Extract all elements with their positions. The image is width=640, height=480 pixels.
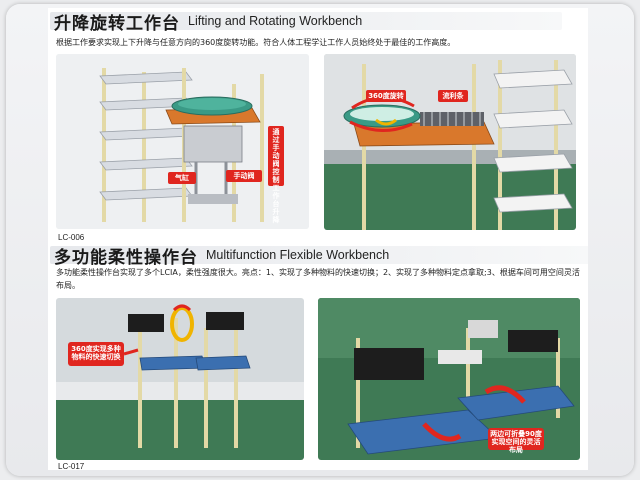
callout-fold-layout: 两边可折叠90度实现空间的灵活布局 (490, 430, 542, 454)
section1-title-en: Lifting and Rotating Workbench (188, 14, 363, 28)
callout-cylinder: 气缸 (175, 174, 189, 182)
callout-rotation: 360度旋转 (368, 92, 404, 100)
heading-bar (50, 12, 563, 30)
document-page: 升降旋转工作台 Lifting and Rotating Workbench 根… (48, 8, 588, 470)
section2-heading: 多功能柔性操作台 Multifunction Flexible Workbenc… (50, 244, 588, 268)
callout-hand-valve: 手动阀 (233, 172, 255, 180)
section1-description: 根据工作要求实现上下升降与任意方向的360度旋转功能。符合人体工程学让工作人员始… (56, 38, 456, 47)
flexible-workbench-photo-1: 360度实现多种物料的快速切换 (56, 298, 304, 460)
lifting-workbench-photo: 气缸 手动阀 通过手动阀控制工作台升降 (56, 54, 309, 229)
section2-model-code: LC-017 (58, 462, 85, 470)
flexible-workbench-photo-2: 两边可折叠90度实现空间的灵活布局 (318, 298, 580, 460)
section1-heading: 升降旋转工作台 Lifting and Rotating Workbench (50, 10, 563, 34)
callout-lift-control: 通过手动阀控制工作台升降 (272, 128, 280, 224)
heading-bar (50, 246, 588, 264)
callout-rotation-switch: 360度实现多种物料的快速切换 (71, 345, 121, 361)
section2-title-en: Multifunction Flexible Workbench (206, 248, 390, 262)
section1-model-code: LC-006 (58, 233, 85, 242)
section2-title-zh: 多功能柔性操作台 (54, 247, 198, 268)
callout-roller-strip: 流利条 (442, 92, 464, 100)
section2-description: 多功能柔性操作台实现了多个LCIA，柔性强度很大。亮点：1、实现了多种物料的快速… (56, 268, 580, 290)
section1-title-zh: 升降旋转工作台 (54, 13, 180, 34)
rotating-workbench-photo: 360度旋转 流利条 (324, 54, 576, 230)
